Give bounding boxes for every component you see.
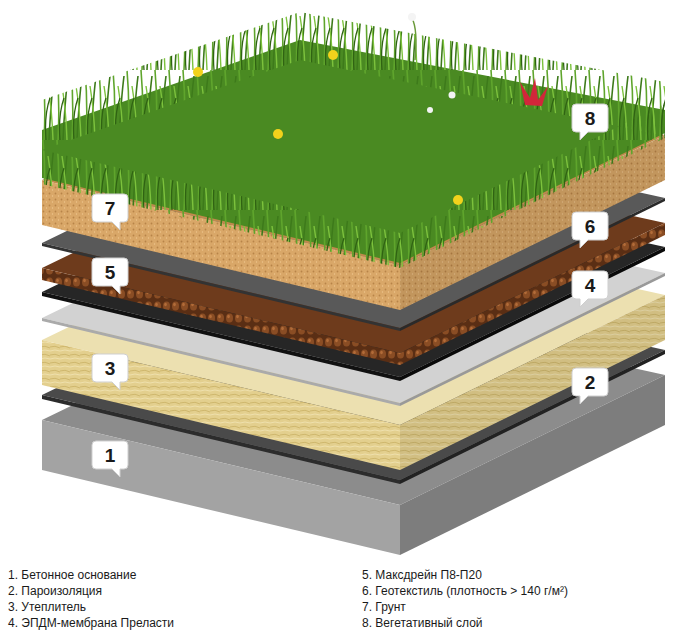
vegetation-layer (42, 12, 665, 268)
legend-item: 8. Вегетативный слой (362, 616, 483, 630)
legend-item: 4. ЭПДМ-мембрана Преласти (8, 616, 174, 630)
callout-number: 5 (105, 263, 116, 282)
callout-number: 4 (585, 276, 596, 295)
callout-number: 8 (585, 109, 596, 128)
callout-number: 7 (105, 199, 116, 218)
callout-number: 6 (585, 217, 596, 236)
legend-item: 5. Максдрейн П8-П20 (362, 568, 482, 582)
callout-number: 3 (105, 359, 116, 378)
callout-number: 1 (105, 446, 116, 465)
legend-item: 2. Пароизоляция (8, 584, 102, 598)
callout-number: 2 (585, 373, 596, 392)
legend-item: 1. Бетонное основание (8, 568, 136, 582)
legend-item: 3. Утеплитель (8, 600, 86, 614)
callout-bubbles (92, 104, 608, 477)
legend-item: 7. Грунт (362, 600, 406, 614)
legend-item: 6. Геотекстиль (плотность > 140 г/м²) (362, 584, 568, 598)
